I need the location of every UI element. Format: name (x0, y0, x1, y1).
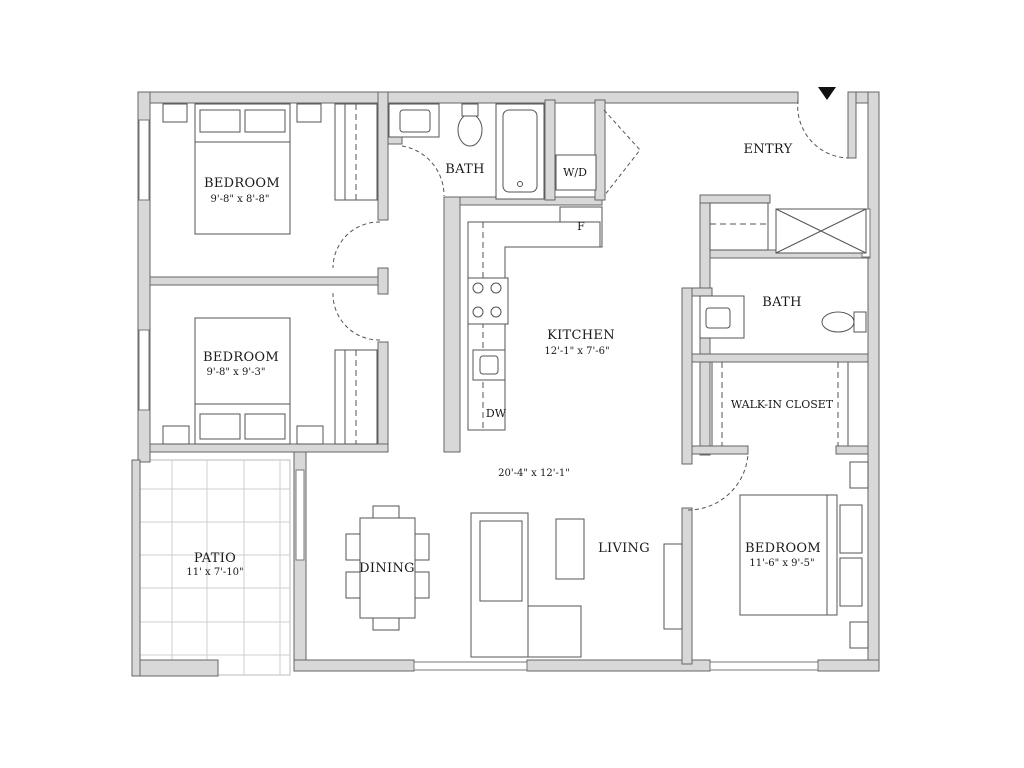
great-room-dim: 20'-4" x 12'-1" (498, 468, 570, 479)
fridge-label: F (577, 220, 585, 233)
bedroom-mid-left-dim: 9'-8" x 9'-3" (206, 367, 266, 378)
patio-dim: 11' x 7'-10" (186, 567, 244, 578)
bedroom-top-left-label: BEDROOM (204, 176, 280, 191)
wd-label: W/D (563, 166, 587, 179)
bedroom-top-left-dim: 9'-8" x 8'-8" (210, 194, 270, 205)
bath-top-label: BATH (445, 162, 485, 177)
dining-label: DINING (359, 561, 415, 576)
entry-label: ENTRY (743, 142, 793, 157)
patio-area (137, 459, 291, 676)
patio-label: PATIO (193, 551, 237, 566)
bedroom-mid-left-label: BEDROOM (203, 350, 279, 365)
kitchen-dim: 12'-1" x 7'-6" (544, 346, 610, 357)
fixtures (162, 103, 869, 658)
entry-arrow-icon (818, 87, 836, 100)
walkin-closet-label: WALK-IN CLOSET (730, 398, 834, 411)
living-label: LIVING (598, 541, 650, 556)
door-swings (332, 99, 849, 511)
bedroom-right-label: BEDROOM (745, 541, 821, 556)
kitchen-label: KITCHEN (547, 328, 615, 343)
dishwasher-label: DW (485, 407, 507, 420)
bath-right-label: BATH (762, 295, 802, 310)
bedroom-right-dim: 11'-6" x 9'-5" (749, 558, 815, 569)
